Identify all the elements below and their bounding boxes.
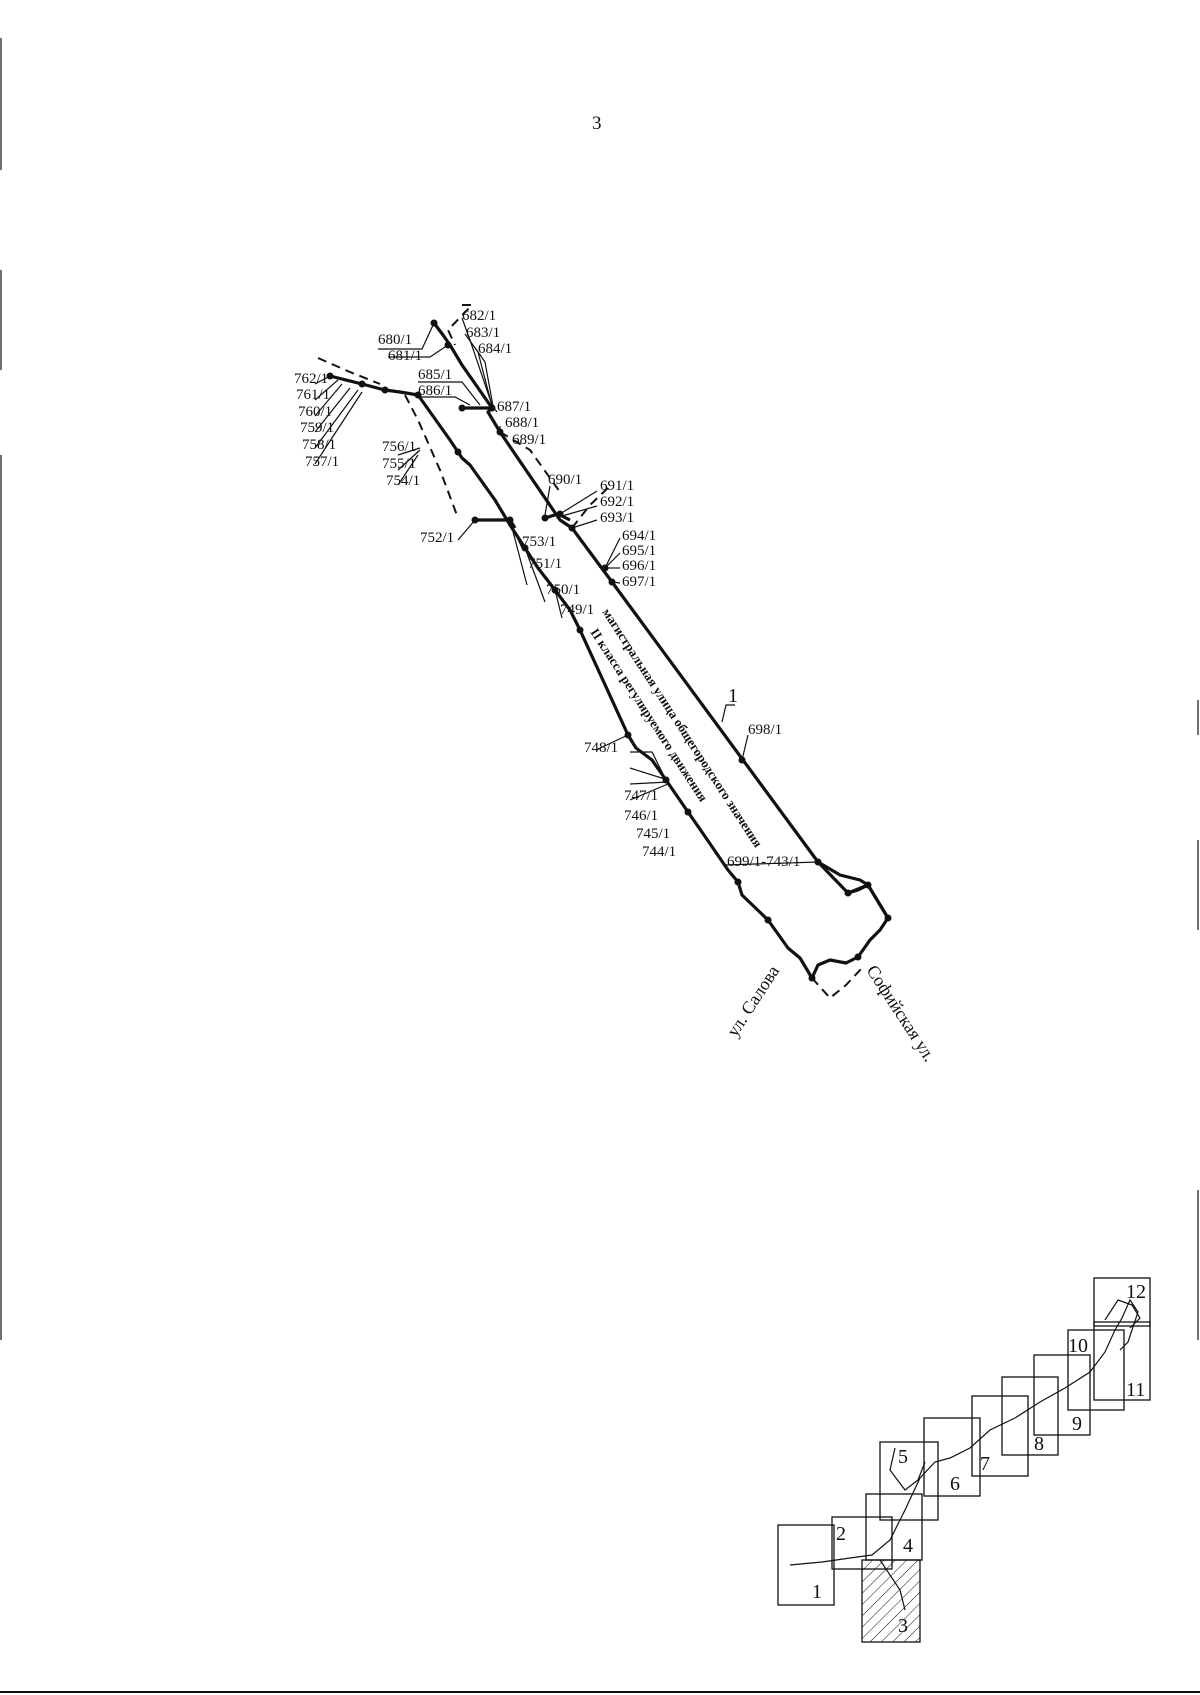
- label-699-743: 699/1-743/1: [727, 854, 800, 870]
- key-map-sheet-current: [861, 1559, 921, 1643]
- label-754: 754/1: [386, 473, 420, 489]
- edge-marks: [0, 38, 1200, 1693]
- label-687: 687/1: [497, 399, 531, 415]
- label-757: 757/1: [305, 454, 339, 470]
- label-692: 692/1: [600, 494, 634, 510]
- key-map-number-5: 5: [898, 1446, 908, 1468]
- label-683: 683/1: [466, 325, 500, 341]
- label-752: 752/1: [420, 530, 454, 546]
- key-map-number-3: 3: [898, 1615, 908, 1637]
- dash-south: [811, 967, 863, 1000]
- label-755: 755/1: [382, 456, 416, 472]
- key-map: 1 2 3 4 5 6 7 8 9 10 11 12: [777, 1277, 1151, 1643]
- label-748: 748/1: [584, 740, 618, 756]
- key-map-number-9: 9: [1072, 1413, 1082, 1435]
- key-map-number-1: 1: [812, 1581, 822, 1603]
- key-map-number-12: 12: [1126, 1281, 1146, 1303]
- label-684: 684/1: [478, 341, 512, 357]
- label-747: 747/1: [624, 788, 658, 804]
- dash-691: [571, 485, 611, 529]
- key-map-number-4: 4: [903, 1535, 913, 1557]
- key-map-sheet-4: [865, 1493, 923, 1561]
- label-691: 691/1: [600, 478, 634, 494]
- dashed-lines: [317, 304, 863, 1000]
- key-map-sheet-numbers: 1 2 3 4 5 6 7 8 9 10 11 12: [812, 1281, 1146, 1637]
- key-map-sheet-8: [1001, 1376, 1059, 1456]
- point-labels: 680/1 681/1 682/1 683/1 684/1 685/1 686/…: [294, 308, 800, 870]
- label-689: 689/1: [512, 432, 546, 448]
- label-697: 697/1: [622, 574, 656, 590]
- label-685: 685/1: [418, 367, 452, 383]
- label-749: 749/1: [560, 602, 594, 618]
- label-695: 695/1: [622, 543, 656, 559]
- dash-689: [499, 431, 561, 493]
- west-inner-line: [329, 374, 419, 397]
- key-map-route: [789, 1298, 1139, 1566]
- label-686: 686/1: [418, 383, 452, 399]
- east-boundary: [462, 406, 890, 979]
- label-688: 688/1: [505, 415, 539, 431]
- label-694: 694/1: [622, 528, 656, 544]
- key-map-sheet-12: [1093, 1277, 1151, 1327]
- page-number: 3: [592, 113, 602, 134]
- label-759: 759/1: [300, 420, 334, 436]
- key-map-sheet-10: [1067, 1329, 1125, 1411]
- dash-north-tip: [446, 304, 475, 346]
- key-map-outline-12: [1104, 1299, 1141, 1329]
- key-map-branch: [879, 1559, 906, 1611]
- key-map-sheet-5: [879, 1441, 939, 1521]
- key-map-sheet-9: [1033, 1354, 1091, 1436]
- key-map-number-11: 11: [1126, 1379, 1145, 1401]
- label-762: 762/1: [294, 371, 328, 387]
- label-680: 680/1: [378, 332, 412, 348]
- label-760: 760/1: [298, 404, 332, 420]
- label-690: 690/1: [548, 472, 582, 488]
- salova-street-label: ул. Салова: [723, 962, 784, 1040]
- label-698: 698/1: [748, 722, 782, 738]
- key-map-number-6: 6: [950, 1473, 960, 1495]
- label-756: 756/1: [382, 439, 416, 455]
- dash-west-corridor: [404, 394, 459, 519]
- north-notch: [432, 322, 494, 409]
- key-map-sheet-7: [971, 1395, 1029, 1477]
- key-map-number-2: 2: [836, 1523, 846, 1545]
- label-681: 681/1: [388, 348, 422, 364]
- leader-lines: [314, 317, 819, 866]
- key-map-sheet-11: [1093, 1321, 1151, 1401]
- label-750: 750/1: [546, 582, 580, 598]
- key-map-number-10: 10: [1068, 1335, 1088, 1357]
- area-marker-label: 1: [728, 685, 738, 707]
- area-marker: 1: [721, 685, 738, 723]
- key-map-sheet-6: [923, 1417, 981, 1497]
- key-map-outline-5: [889, 1447, 926, 1491]
- south-end-square: [817, 860, 890, 919]
- key-map-sheet-2: [831, 1516, 893, 1570]
- label-751: 751/1: [528, 556, 562, 572]
- label-753: 753/1: [522, 534, 556, 550]
- key-map-number-7: 7: [980, 1453, 990, 1475]
- dash-west-tip: [317, 357, 381, 385]
- sofiyskaya-street-label: Софийская ул.: [863, 961, 940, 1065]
- key-map-sheet-1: [777, 1524, 835, 1606]
- label-696: 696/1: [622, 558, 656, 574]
- label-761: 761/1: [296, 387, 330, 403]
- key-map-number-8: 8: [1034, 1433, 1044, 1455]
- label-744: 744/1: [642, 844, 676, 860]
- label-682: 682/1: [462, 308, 496, 324]
- label-745: 745/1: [636, 826, 670, 842]
- label-758: 758/1: [302, 437, 336, 453]
- main-road-class-label: II класса регулируемого движения: [587, 625, 710, 804]
- label-693: 693/1: [600, 510, 634, 526]
- label-746: 746/1: [624, 808, 658, 824]
